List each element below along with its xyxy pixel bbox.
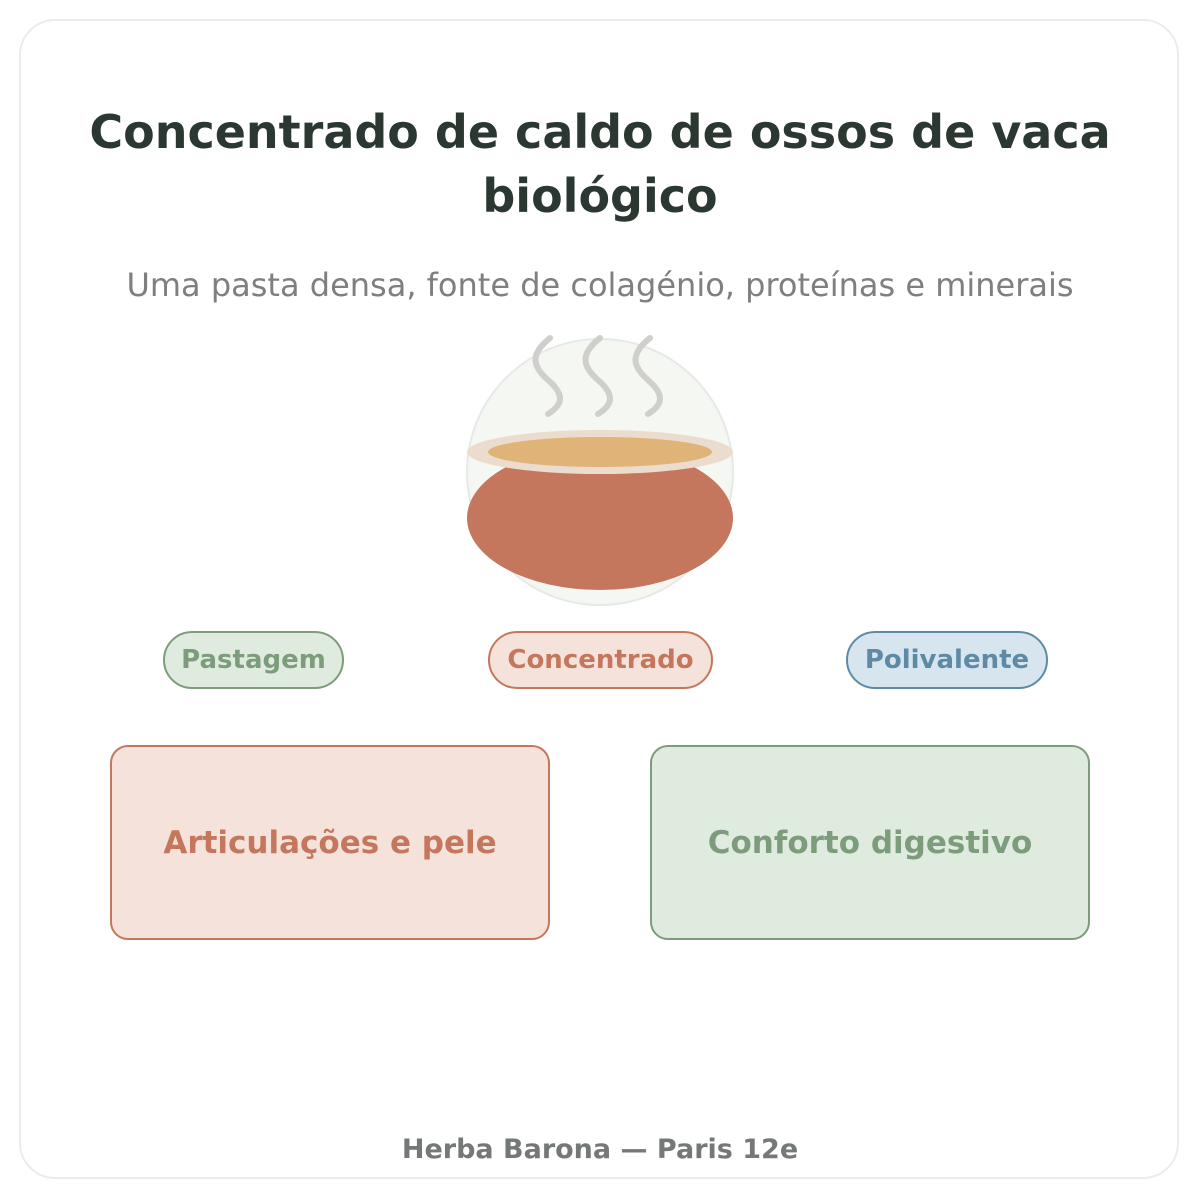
benefit-label: Conforto digestivo: [707, 824, 1033, 861]
steam-icon: [532, 335, 663, 417]
benefit-digestive-comfort: Conforto digestivo: [650, 745, 1090, 940]
bowl-body: [467, 446, 733, 590]
tag-pastagem: Pastagem: [163, 631, 344, 689]
page-title: Concentrado de caldo de ossos de vaca bi…: [89, 105, 1111, 223]
page-subtitle: Uma pasta densa, fonte de colagénio, pro…: [126, 266, 1074, 304]
tag-polivalente: Polivalente: [846, 631, 1048, 689]
benefit-label: Articulações e pele: [163, 824, 497, 861]
footer-brand: Herba Barona — Paris 12e: [401, 1134, 799, 1165]
steaming-bowl-icon: [466, 335, 734, 606]
broth-surface: [488, 437, 712, 467]
benefit-joints-skin: Articulações e pele: [110, 745, 550, 940]
tag-concentrado: Concentrado: [488, 631, 713, 689]
